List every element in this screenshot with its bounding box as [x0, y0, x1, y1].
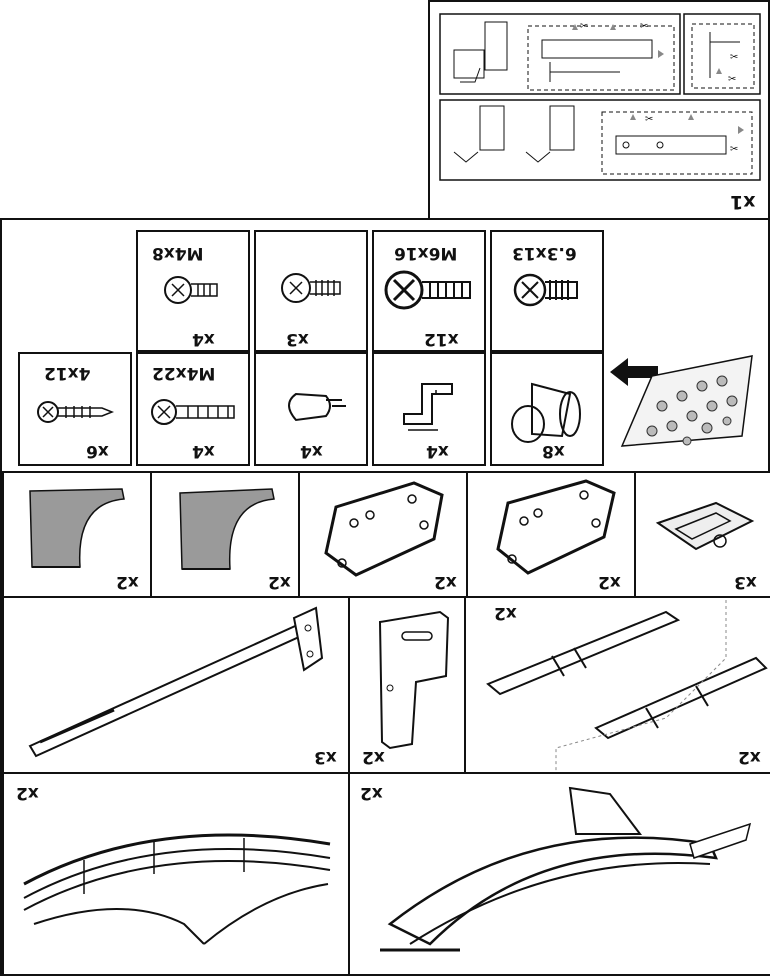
part-quantity-label: x2	[362, 747, 385, 767]
machine-screw-icon	[281, 273, 341, 303]
hardware-size-label: 6.3x13	[512, 243, 577, 263]
hardware-quantity-label: x4	[192, 441, 215, 461]
drilling-template-box: ✂ ✂ ✂ ✂ ✂ ✂ x1	[428, 0, 770, 220]
part-quantity-label: x3	[734, 572, 757, 592]
hardware-cell-m4x22: M4x22 x4	[136, 352, 250, 466]
part-cell-hinge-bracket-a: x2	[466, 471, 636, 598]
svg-text:✂: ✂	[645, 114, 653, 125]
part-cell-slide-rail: x3	[2, 596, 350, 774]
hardware-cell-4x12: 4x12 x6	[18, 352, 132, 466]
hardware-cell-cap: x8	[490, 352, 604, 466]
hardware-size-label: M4x22	[152, 363, 216, 383]
part-quantity-label: x2	[16, 783, 39, 803]
wire-basket-icon	[23, 833, 331, 945]
svg-text:✂: ✂	[640, 21, 648, 32]
part-quantity-label: x2	[268, 572, 291, 592]
part-quantity-label: x2	[598, 572, 621, 592]
hardware-quantity-label: x4	[426, 441, 449, 461]
hardware-cell-m6x16: M6x16 x12	[372, 230, 486, 352]
part-quantity-label: x2	[360, 783, 383, 803]
slide-rail-icon	[28, 606, 324, 758]
svg-text:✂: ✂	[730, 144, 738, 155]
part-cell-slide-lock: x3	[634, 471, 770, 598]
hardware-quantity-label: x3	[286, 329, 309, 349]
hardware-quantity-label: x8	[542, 441, 565, 461]
mounting-clip-icon	[403, 383, 453, 431]
part-quantity-label: x2	[434, 572, 457, 592]
hardware-size-label: M4x8	[152, 243, 204, 263]
l-bracket-icon	[378, 610, 450, 750]
cover-cap-icon	[179, 488, 275, 570]
hardware-cell-6-3x13: 6.3x13	[490, 230, 604, 352]
parts-row-brackets: x3 x2 x2	[0, 471, 770, 598]
part-quantity-label: x2	[494, 603, 517, 623]
part-cell-wire-basket: x2	[2, 772, 350, 976]
hardware-quantity-label: x12	[424, 329, 459, 349]
template-quantity-label: x1	[730, 191, 756, 213]
part-quantity-label: x2	[738, 747, 761, 767]
parts-row-baskets: x2 x2	[0, 772, 770, 976]
svg-text:✂: ✂	[580, 21, 588, 32]
part-cell-l-bracket: x2	[348, 596, 466, 774]
bolt-m4x22-icon	[151, 399, 235, 425]
hardware-bag-icon	[620, 355, 753, 447]
hardware-cell-knob: x4	[254, 352, 368, 466]
screw-6-3x13-icon	[513, 273, 578, 307]
handle-knob-icon	[288, 392, 346, 422]
svg-text:✂: ✂	[730, 52, 738, 63]
part-cell-rail-frames: x2 x2	[464, 596, 770, 774]
part-quantity-label: x2	[116, 572, 139, 592]
part-cell-corner-shelf: x2	[348, 772, 770, 976]
hardware-quantity-label: x6	[86, 441, 109, 461]
hardware-size-label: 4x12	[44, 363, 91, 383]
rail-frame-icon	[486, 600, 768, 772]
wood-screw-4x12-icon	[37, 401, 115, 423]
end-cap-icon	[511, 382, 581, 443]
hardware-cell-screw-x3: x3	[254, 230, 368, 352]
slide-lock-icon	[655, 501, 755, 551]
part-cell-hinge-bracket-b: x2	[298, 471, 468, 598]
hardware-quantity-label: x4	[192, 329, 215, 349]
hardware-cell-m4x8: M4x8 x4	[136, 230, 250, 352]
cover-cap-icon	[29, 488, 125, 568]
part-cell-cover-cap-b: x2	[2, 471, 152, 598]
hardware-quantity-label: x4	[300, 441, 323, 461]
hinge-bracket-icon	[496, 479, 616, 575]
part-quantity-label: x3	[314, 747, 337, 767]
svg-text:✂: ✂	[728, 74, 736, 85]
bolt-m6x16-icon	[384, 270, 471, 310]
hardware-size-label: M6x16	[394, 243, 458, 263]
drilling-template-drawing: ✂ ✂ ✂ ✂ ✂ ✂	[439, 13, 761, 181]
part-cell-cover-cap-a: x2	[150, 471, 300, 598]
hardware-box: 6.3x13 M6x16 x12 x3	[0, 218, 770, 473]
arrow-left-icon	[610, 358, 658, 386]
hardware-cell-clip: x4	[372, 352, 486, 466]
bolt-m4x8-icon	[164, 276, 218, 304]
parts-row-rails: x2 x2 x2 x3	[0, 596, 770, 774]
corner-shelf-icon	[380, 786, 752, 952]
hinge-bracket-icon	[324, 481, 444, 577]
